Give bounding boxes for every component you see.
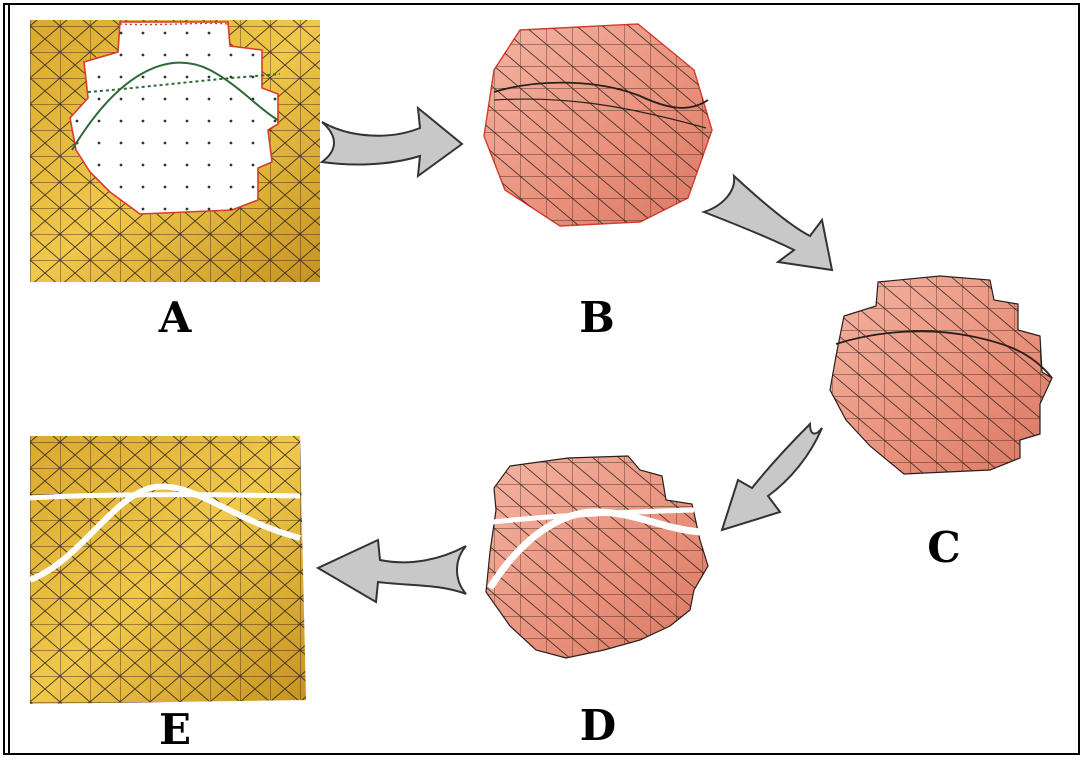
panel-c-ridge: [835, 330, 1053, 379]
curved-arrow-left-icon: [315, 538, 467, 604]
panel-c-label: C: [927, 523, 960, 572]
panel-a-feature-curve-2: [87, 73, 281, 93]
curved-arrow-down-left-icon: [720, 421, 823, 532]
panel-b-mesh: [484, 24, 712, 226]
panel-a-feature-curve-1: [71, 61, 279, 151]
panel-a-label: A: [158, 293, 193, 342]
panel-e-label: E: [159, 705, 191, 754]
panel-b-label: B: [579, 293, 615, 342]
panel-e-mesh: [30, 436, 306, 704]
panel-d-label: D: [580, 701, 616, 750]
panel-b-ridge-2: [493, 98, 707, 129]
panel-e: [28, 436, 306, 704]
curved-arrow-down-right-icon: [701, 173, 834, 272]
panel-c-mesh: [830, 276, 1052, 474]
panel-e-seam-1: [29, 492, 301, 501]
panel-a: [30, 20, 320, 282]
panel-e-seam-2: [28, 483, 301, 583]
panel-d: [485, 455, 709, 659]
panel-b: [483, 23, 713, 227]
left-margin-line: [8, 4, 10, 754]
panel-d-mesh: [486, 456, 708, 658]
panel-a-hole-points: [70, 22, 278, 214]
panel-d-seam-2: [487, 508, 701, 590]
panel-c: [829, 275, 1053, 475]
panel-b-ridge: [493, 81, 709, 109]
curved-arrow-right-icon: [319, 105, 464, 179]
